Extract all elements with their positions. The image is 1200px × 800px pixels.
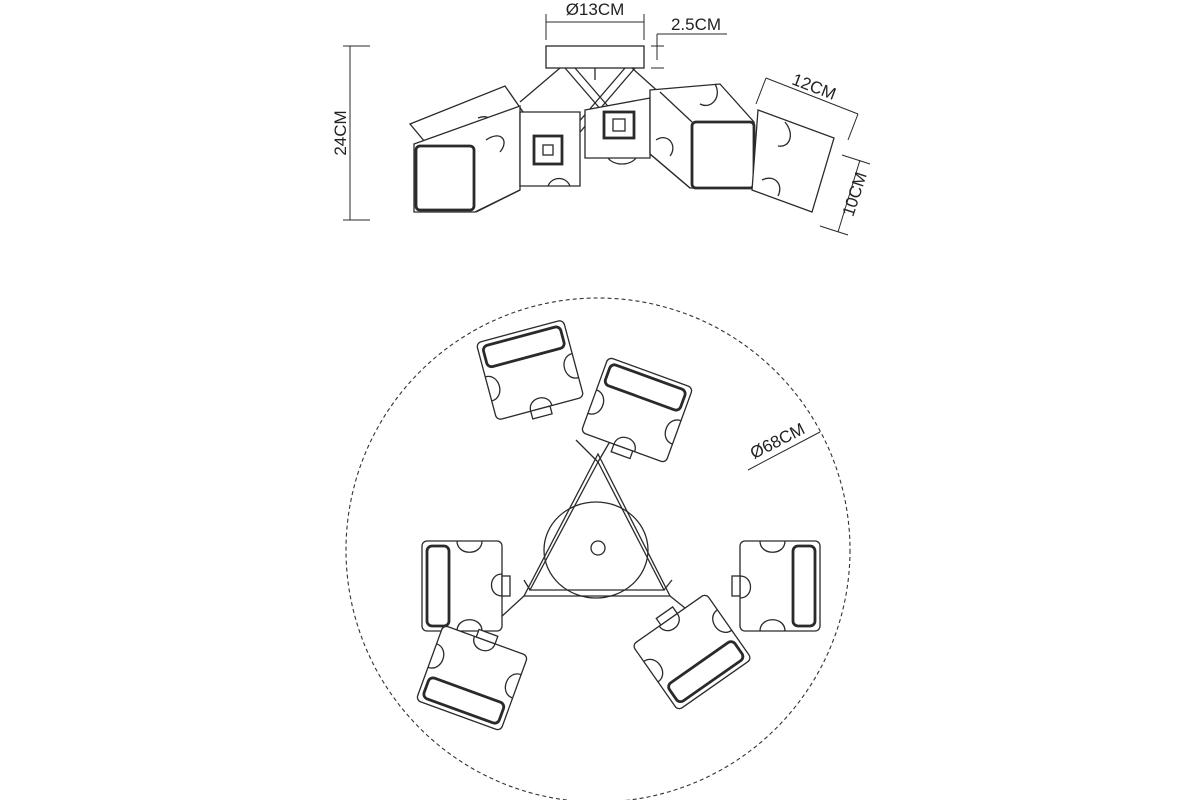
- label-canopy-diameter: Ø13CM: [566, 0, 625, 19]
- overall-diameter-outline: [345, 297, 851, 800]
- elevation-shade-center-left: [519, 111, 581, 187]
- label-overall-diameter: Ø68CM: [747, 419, 808, 463]
- plan-shade-bottom-left: [414, 616, 533, 733]
- dim-canopy-diameter: Ø13CM: [545, 0, 645, 40]
- plan-shade-right: [730, 539, 822, 633]
- canopy-center-screw: [590, 540, 606, 556]
- top-plan-view: [345, 297, 851, 800]
- canopy: [545, 45, 645, 69]
- plan-shade-bottom-right: [626, 585, 754, 712]
- label-shade-height: 10CM: [839, 170, 871, 219]
- label-canopy-height: 2.5CM: [671, 15, 721, 34]
- plan-shade-left: [420, 539, 512, 633]
- elevation-shade-front-left: [413, 105, 521, 213]
- dim-shade-height: 10CM: [819, 154, 871, 236]
- dim-total-height: 24CM: [331, 45, 370, 221]
- label-shade-width: 12CM: [789, 70, 838, 104]
- plan-shade-top-left: [474, 318, 588, 430]
- side-elevation-view: [408, 45, 835, 213]
- elevation-shade-center-right: [584, 97, 651, 165]
- dim-overall-diameter: Ø68CM: [747, 419, 821, 471]
- elevation-shade-far-right: [751, 109, 835, 213]
- elevation-shade-right: [649, 83, 756, 190]
- plan-shade-top-right: [576, 355, 695, 472]
- dim-canopy-height: 2.5CM: [651, 15, 727, 69]
- label-total-height: 24CM: [331, 110, 350, 155]
